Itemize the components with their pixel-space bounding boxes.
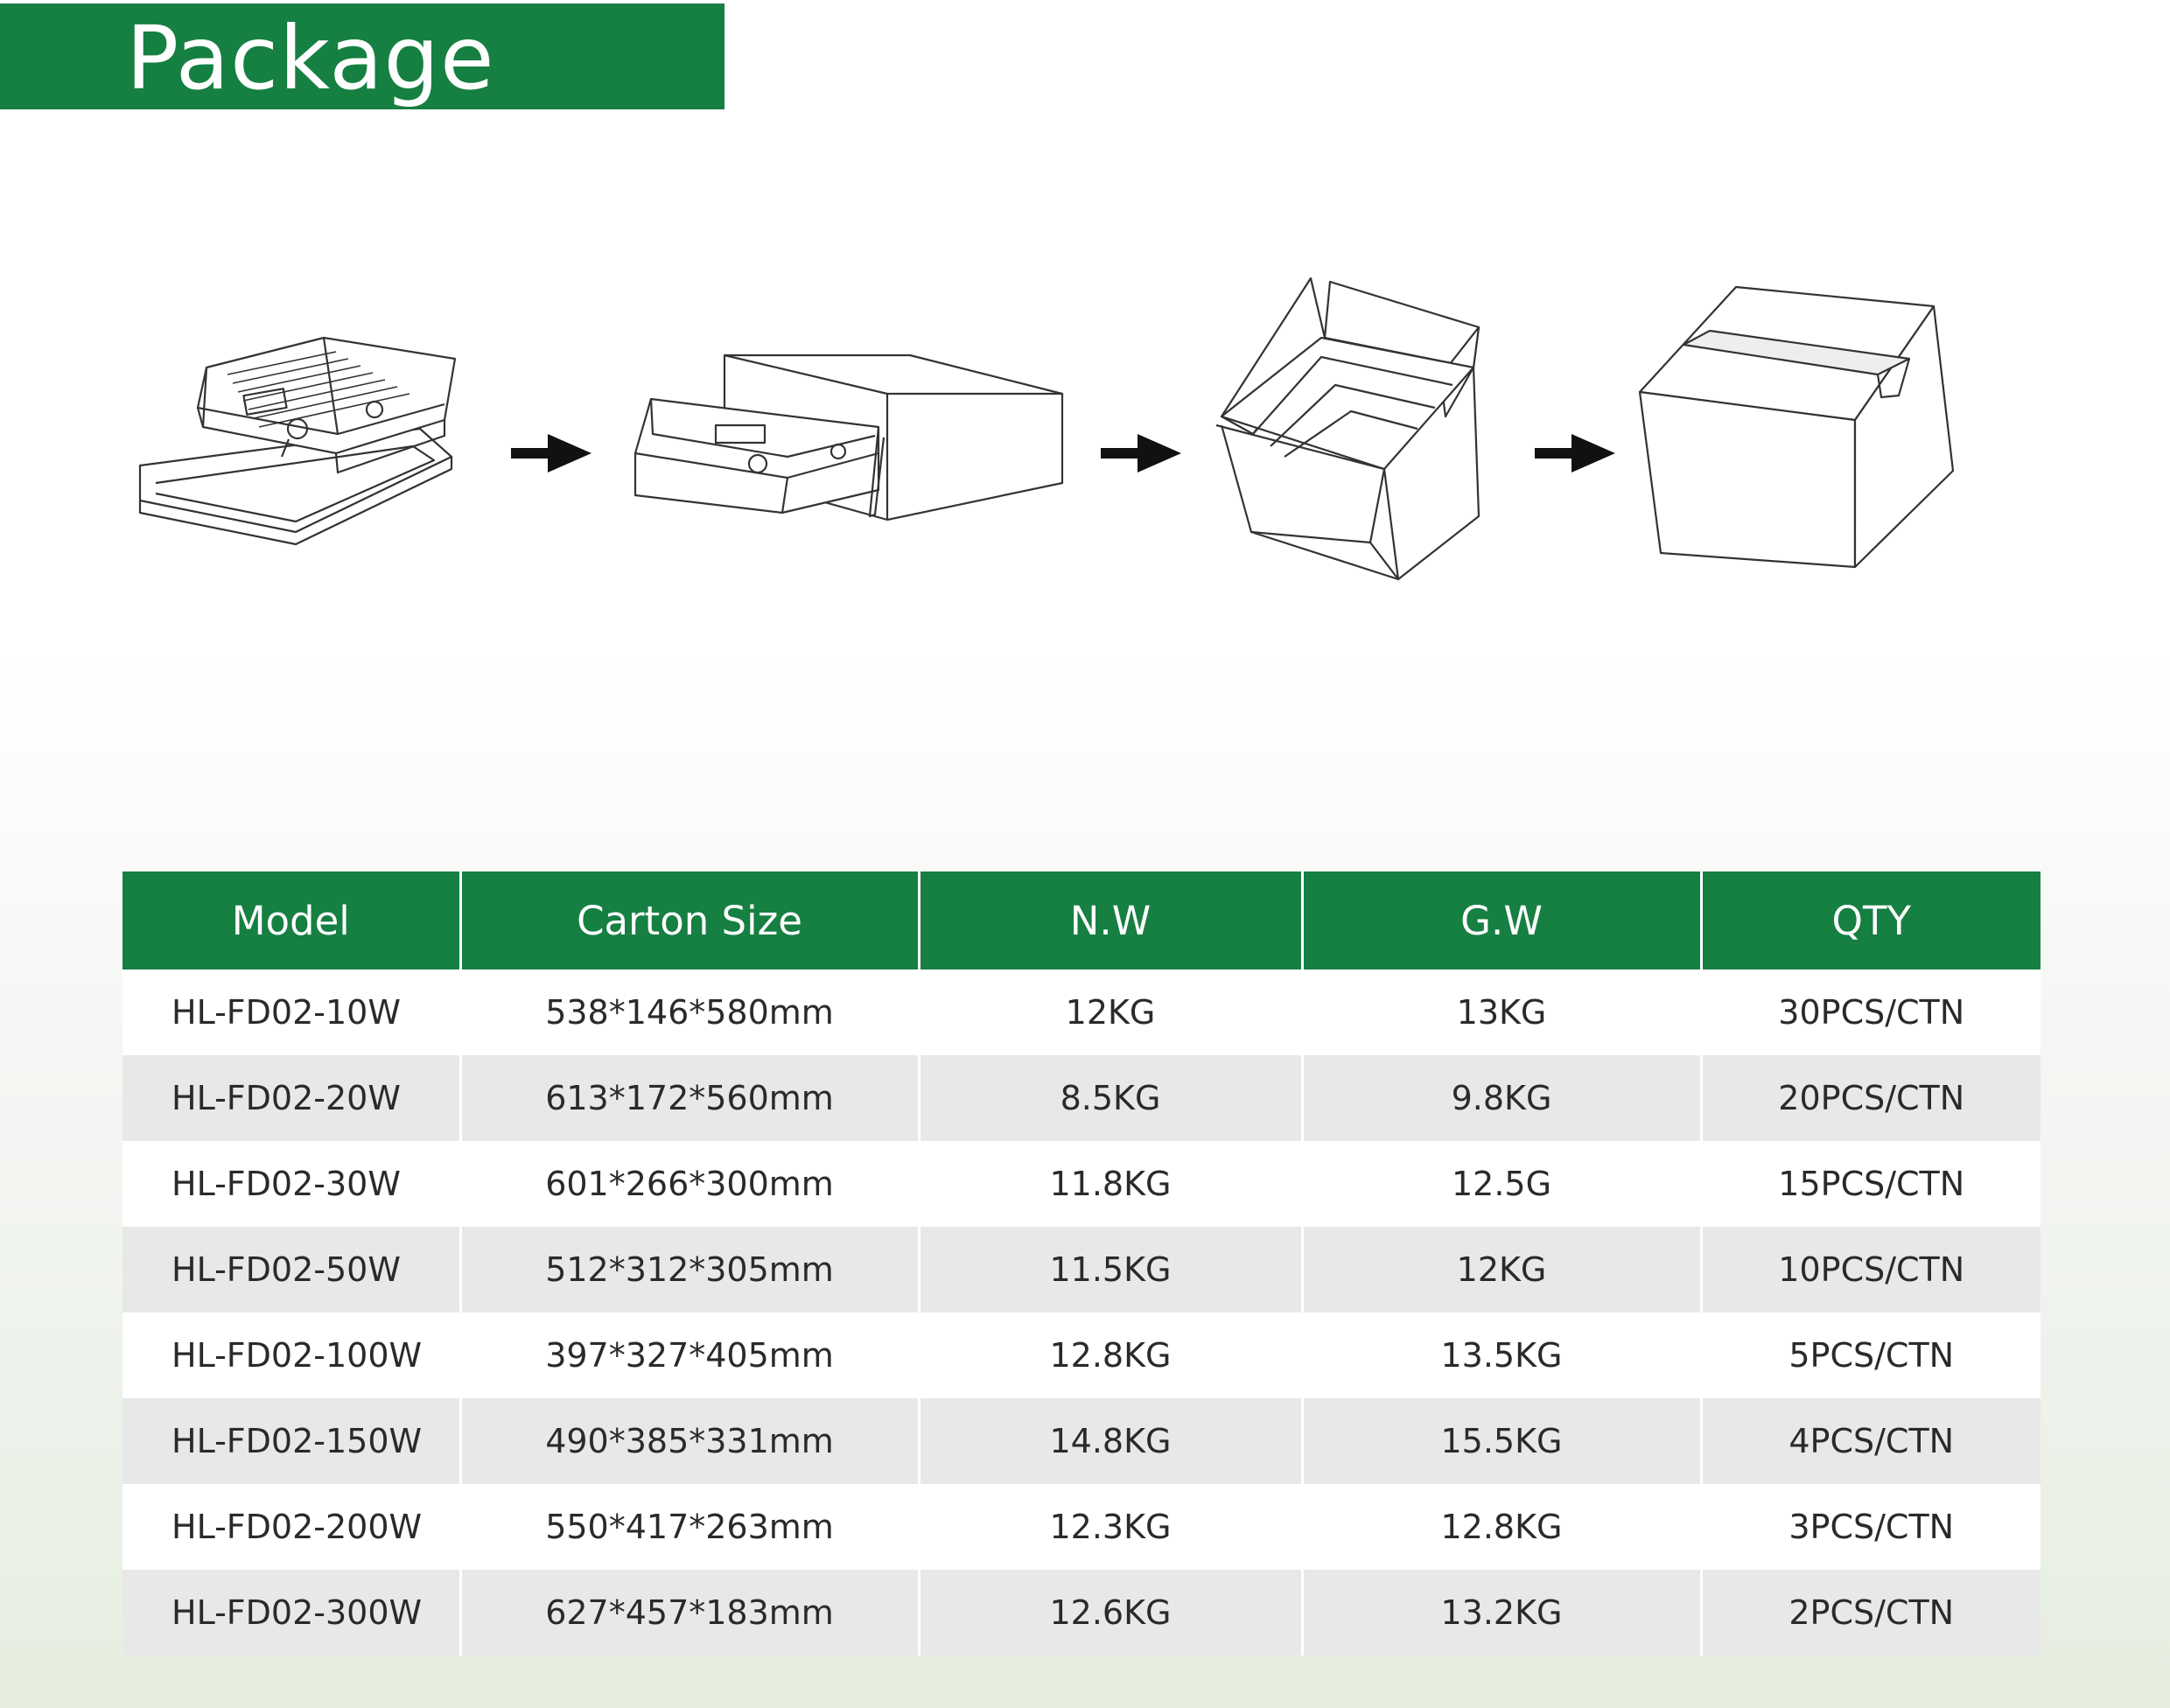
cell-carton-size: 512*312*305mm <box>458 1227 919 1312</box>
cell-carton-size: 550*417*263mm <box>458 1484 919 1570</box>
table-row: HL-FD02-10W 538*146*580mm 12KG 13KG 30PC… <box>122 970 2040 1055</box>
arrow-right-icon <box>1535 434 1615 472</box>
cell-carton-size: 601*266*300mm <box>458 1141 919 1227</box>
packaging-steps-illustration <box>0 254 2170 621</box>
cell-qty: 15PCS/CTN <box>1699 1141 2040 1227</box>
cell-model: HL-FD02-300W <box>122 1570 460 1656</box>
cell-model: HL-FD02-30W <box>122 1141 460 1227</box>
table-row: HL-FD02-100W 397*327*405mm 12.8KG 13.5KG… <box>122 1312 2040 1398</box>
sealed-carton-icon <box>1638 285 1955 569</box>
table-row: HL-FD02-300W 627*457*183mm 12.6KG 13.2KG… <box>122 1570 2040 1656</box>
cell-carton-size: 627*457*183mm <box>458 1570 919 1656</box>
cell-nw: 12.3KG <box>917 1484 1302 1570</box>
table-header-row: Model Carton Size N.W G.W QTY <box>122 872 2040 970</box>
cell-qty: 2PCS/CTN <box>1699 1570 2040 1656</box>
table-row: HL-FD02-50W 512*312*305mm 11.5KG 12KG 10… <box>122 1227 2040 1312</box>
col-header-model: Model <box>122 872 460 970</box>
cell-model: HL-FD02-150W <box>122 1398 460 1484</box>
cell-nw: 11.5KG <box>917 1227 1302 1312</box>
cell-carton-size: 613*172*560mm <box>458 1055 919 1141</box>
cell-gw: 12KG <box>1300 1227 1701 1312</box>
cell-model: HL-FD02-100W <box>122 1312 460 1398</box>
col-header-nw: N.W <box>917 872 1302 970</box>
col-header-gw: G.W <box>1300 872 1701 970</box>
cell-gw: 12.8KG <box>1300 1484 1701 1570</box>
title-banner: Package <box>0 4 724 109</box>
cell-model: HL-FD02-20W <box>122 1055 460 1141</box>
table-row: HL-FD02-200W 550*417*263mm 12.3KG 12.8KG… <box>122 1484 2040 1570</box>
cell-nw: 11.8KG <box>917 1141 1302 1227</box>
table-row: HL-FD02-150W 490*385*331mm 14.8KG 15.5KG… <box>122 1398 2040 1484</box>
cell-gw: 9.8KG <box>1300 1055 1701 1141</box>
table-row: HL-FD02-20W 613*172*560mm 8.5KG 9.8KG 20… <box>122 1055 2040 1141</box>
col-header-carton-size: Carton Size <box>458 872 919 970</box>
open-carton-icon <box>1215 276 1480 581</box>
cell-gw: 13.5KG <box>1300 1312 1701 1398</box>
cell-nw: 12.6KG <box>917 1570 1302 1656</box>
cell-nw: 12KG <box>917 970 1302 1055</box>
cell-carton-size: 397*327*405mm <box>458 1312 919 1398</box>
package-table: Model Carton Size N.W G.W QTY HL-FD02-10… <box>122 872 2040 1656</box>
cell-gw: 12.5G <box>1300 1141 1701 1227</box>
cell-nw: 14.8KG <box>917 1398 1302 1484</box>
page-title: Package <box>126 7 495 109</box>
cell-gw: 15.5KG <box>1300 1398 1701 1484</box>
cell-qty: 30PCS/CTN <box>1699 970 2040 1055</box>
cell-qty: 3PCS/CTN <box>1699 1484 2040 1570</box>
table-row: HL-FD02-30W 601*266*300mm 11.8KG 12.5G 1… <box>122 1141 2040 1227</box>
arrow-right-icon <box>1101 434 1181 472</box>
cell-carton-size: 490*385*331mm <box>458 1398 919 1484</box>
arrow-right-icon <box>511 434 592 472</box>
cell-qty: 10PCS/CTN <box>1699 1227 2040 1312</box>
col-header-qty: QTY <box>1699 872 2040 970</box>
cell-carton-size: 538*146*580mm <box>458 970 919 1055</box>
cell-qty: 4PCS/CTN <box>1699 1398 2040 1484</box>
cell-gw: 13.2KG <box>1300 1570 1701 1656</box>
cell-nw: 8.5KG <box>917 1055 1302 1141</box>
cell-model: HL-FD02-50W <box>122 1227 460 1312</box>
cell-nw: 12.8KG <box>917 1312 1302 1398</box>
boxed-light-icon <box>634 354 1064 522</box>
cell-qty: 5PCS/CTN <box>1699 1312 2040 1398</box>
cell-model: HL-FD02-200W <box>122 1484 460 1570</box>
cell-model: HL-FD02-10W <box>122 970 460 1055</box>
floodlight-on-tray-icon <box>138 336 457 546</box>
cell-qty: 20PCS/CTN <box>1699 1055 2040 1141</box>
cell-gw: 13KG <box>1300 970 1701 1055</box>
